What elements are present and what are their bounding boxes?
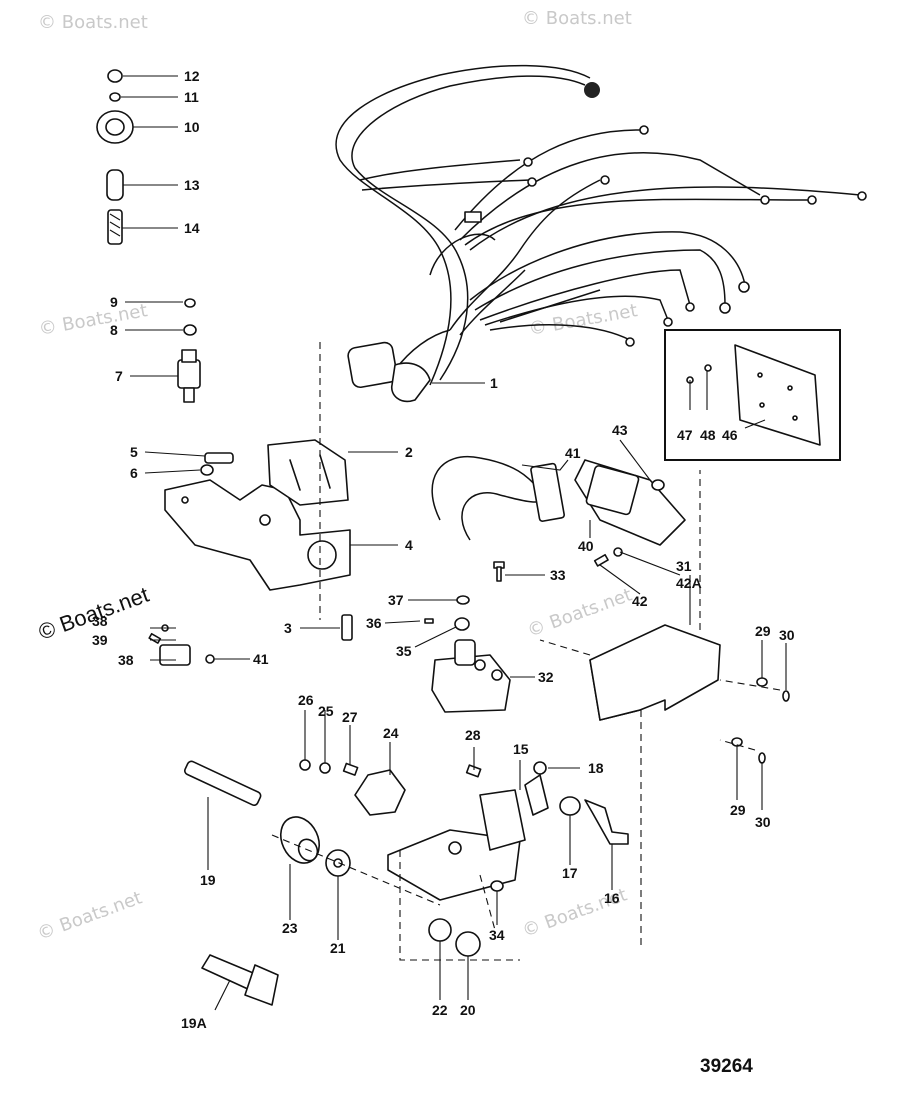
callout-label: 39	[92, 632, 108, 648]
callout-label: 8	[110, 322, 118, 338]
watermark-text: © Boats.net	[522, 8, 632, 29]
callout-labels-lower: 38 41 19 23 21 22 20 34 17 16 18 15 28 2…	[118, 427, 738, 1031]
watermark-text: © Boats.net	[37, 300, 149, 340]
callout-label-47: 47	[677, 427, 693, 443]
callout-label: 30	[779, 627, 795, 643]
callout-label: 32	[538, 669, 554, 685]
callout-label-27: 27	[342, 709, 358, 725]
callout-label-16: 16	[604, 890, 620, 906]
watermark-text: © Boats.net	[527, 300, 639, 340]
inset-panel	[664, 329, 841, 461]
callout-label: 42	[632, 593, 648, 609]
callout-label: 30	[755, 814, 771, 830]
callout-label: 10	[184, 119, 200, 135]
callout-label: 43	[612, 422, 628, 438]
callout-label-15: 15	[513, 741, 529, 757]
callout-label: 9	[110, 294, 118, 310]
callout-label-34: 34	[489, 927, 505, 943]
callout-label: 42A	[676, 575, 702, 591]
callout-label: 6	[130, 465, 138, 481]
callout-label-38: 38	[118, 652, 134, 668]
callout-label-18: 18	[588, 760, 604, 776]
callout-label-19: 19	[200, 872, 216, 888]
callout-label: 2	[405, 444, 413, 460]
callout-label: 13	[184, 177, 200, 193]
callout-label-19a: 19A	[181, 1015, 207, 1031]
callout-label: 40	[578, 538, 594, 554]
callout-label: 4	[405, 537, 413, 553]
watermark-text: © Boats.net	[525, 584, 635, 641]
ignition-module	[431, 456, 686, 546]
callout-label: 3	[284, 620, 292, 636]
callout-label-41: 41	[253, 651, 269, 667]
relay-bracket	[184, 759, 629, 1006]
assembly-guides	[271, 342, 781, 961]
callout-label: 35	[396, 643, 412, 659]
callout-label: 29	[755, 623, 771, 639]
callout-label: 14	[184, 220, 200, 236]
mounting-bracket	[164, 439, 351, 591]
callout-label: 38	[92, 613, 108, 629]
callout-label-21: 21	[330, 940, 346, 956]
callout-label-17: 17	[562, 865, 578, 881]
callout-label: 12	[184, 68, 200, 84]
callout-label: 41	[565, 445, 581, 461]
callout-label: 1	[490, 375, 498, 391]
callout-label-24: 24	[383, 725, 399, 741]
callout-label: 11	[184, 89, 199, 105]
callout-label: 36	[366, 615, 382, 631]
watermark-text: © Boats.net	[38, 12, 148, 33]
callout-label: 7	[115, 368, 123, 384]
small-bracket	[148, 624, 215, 666]
callout-label-20: 20	[460, 1002, 476, 1018]
callout-label-26: 26	[298, 692, 314, 708]
callout-label-25: 25	[318, 703, 334, 719]
callout-label-22: 22	[432, 1002, 448, 1018]
sender-parts	[96, 69, 201, 403]
callout-labels: 12 11 10 13 14 9 8 7 1 2 4 5 6 3 41 40 4…	[92, 68, 795, 830]
callout-label: 31	[676, 558, 692, 574]
callout-label: 5	[130, 444, 138, 460]
cover-plate	[589, 624, 790, 764]
callout-label-48: 48	[700, 427, 716, 443]
callout-label-46: 46	[722, 427, 738, 443]
leader-lines	[121, 75, 787, 1011]
callout-label-28: 28	[465, 727, 481, 743]
callout-label: 29	[730, 802, 746, 818]
solenoid	[341, 547, 623, 713]
watermark-text: © Boats.net	[35, 887, 145, 944]
drawing-number: 39264	[700, 1056, 753, 1077]
callout-label: 37	[388, 592, 404, 608]
wiring-harness	[335, 64, 867, 403]
callout-label-23: 23	[282, 920, 298, 936]
callout-label: 33	[550, 567, 566, 583]
